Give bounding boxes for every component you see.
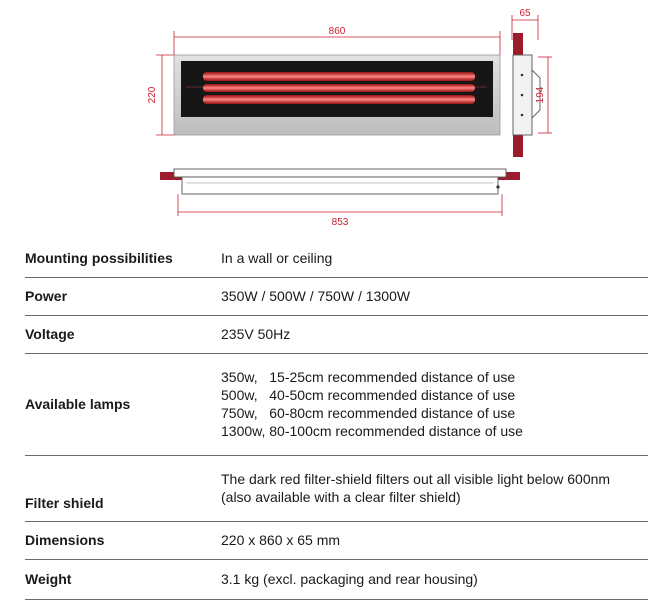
specifications-table: Mounting possibilities In a wall or ceil… (25, 239, 648, 600)
top-bracket-left (160, 172, 182, 180)
heater-tube-middle (203, 84, 475, 92)
spec-row-filter: Filter shield The dark red filter-shield… (25, 455, 648, 522)
spec-label: Filter shield (25, 455, 221, 522)
spec-row-dimensions: Dimensions 220 x 860 x 65 mm (25, 521, 648, 560)
heater-tube-top (203, 72, 475, 81)
lamp-line: 750w, 60-80cm recommended distance of us… (221, 405, 516, 421)
dim-depth-side-label: 65 (519, 8, 531, 19)
side-bracket-bottom (513, 135, 523, 157)
technical-drawing: 860 220 65 (0, 0, 663, 240)
dim-height-side-label: 194 (535, 86, 546, 103)
spec-label: Weight (25, 559, 221, 600)
spec-row-mounting: Mounting possibilities In a wall or ceil… (25, 239, 648, 278)
spec-label: Power (25, 277, 221, 316)
top-housing-inner (181, 176, 499, 195)
spec-label: Mounting possibilities (25, 239, 221, 278)
spec-label: Available lamps (25, 353, 221, 456)
spec-value: 235V 50Hz (221, 315, 648, 354)
spec-row-lamps: Available lamps 350w, 15-25cm recommende… (25, 353, 648, 456)
front-view: 860 220 (147, 26, 501, 136)
filter-line: The dark red filter-shield filters out a… (221, 471, 611, 487)
spec-row-weight: Weight 3.1 kg (excl. packaging and rear … (25, 559, 648, 600)
spec-value: 3.1 kg (excl. packaging and rear housing… (221, 559, 648, 600)
lamp-line: 350w, 15-25cm recommended distance of us… (221, 369, 516, 385)
lamp-line: 1300w, 80-100cm recommended distance of … (221, 423, 523, 439)
side-housing-profile (531, 69, 541, 119)
dim-width-top-label: 853 (332, 217, 349, 228)
spec-value-list: 350w, 15-25cm recommended distance of us… (221, 353, 648, 456)
spec-row-power: Power 350W / 500W / 750W / 1300W (25, 277, 648, 316)
side-screw-2 (520, 93, 524, 97)
spec-label: Dimensions (25, 521, 221, 560)
spec-row-voltage: Voltage 235V 50Hz (25, 315, 648, 354)
spec-value: 350W / 500W / 750W / 1300W (221, 277, 648, 316)
spec-value-list: The dark red filter-shield filters out a… (221, 455, 648, 522)
spec-value: 220 x 860 x 65 mm (221, 521, 648, 560)
top-bracket-right (498, 172, 520, 180)
dim-height-front-label: 220 (147, 86, 158, 103)
heater-tube-bottom (203, 95, 475, 104)
side-screw-1 (520, 73, 524, 77)
spec-label: Voltage (25, 315, 221, 354)
top-screw (496, 185, 500, 189)
dim-width-front-label: 860 (329, 26, 346, 37)
top-view: 853 (160, 168, 520, 228)
drawing-svg: 860 220 65 (147, 8, 552, 228)
side-bracket-top (513, 33, 523, 55)
lamp-line: 500w, 40-50cm recommended distance of us… (221, 387, 516, 403)
side-view: 65 194 (511, 8, 552, 157)
spec-value: In a wall or ceiling (221, 239, 648, 278)
top-housing-outer (173, 168, 507, 178)
filter-line: (also available with a clear filter shie… (221, 489, 461, 505)
side-screw-3 (520, 113, 524, 117)
